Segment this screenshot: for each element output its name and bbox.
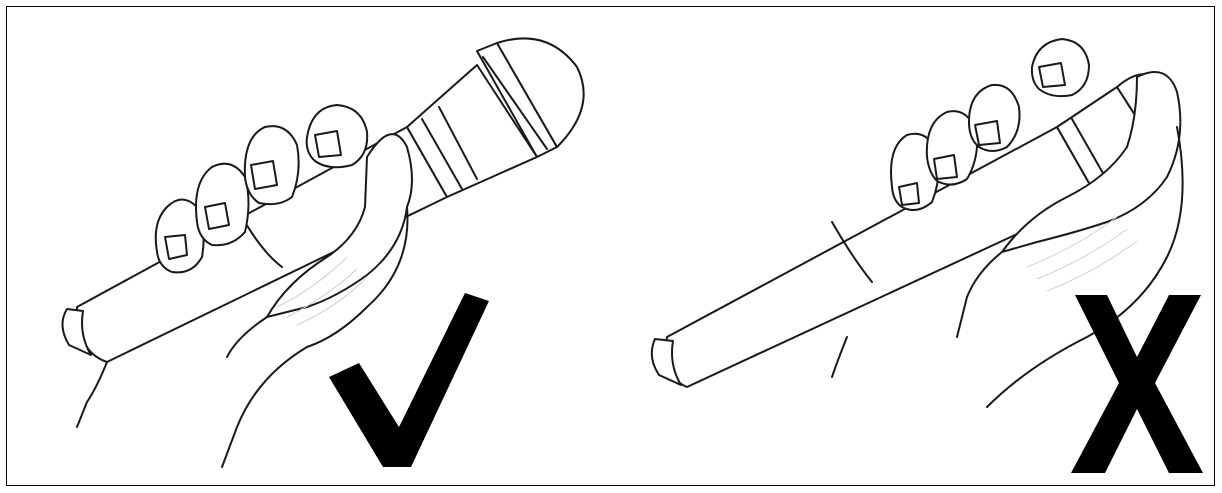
incorrect-grip-illustration	[607, 7, 1216, 487]
figure-frame	[6, 6, 1215, 486]
incorrect-grip-panel	[607, 7, 1216, 485]
microphone-icon	[62, 38, 583, 362]
correct-grip-illustration	[7, 7, 607, 487]
x-mark-icon	[1071, 295, 1203, 473]
correct-grip-panel	[7, 7, 607, 485]
